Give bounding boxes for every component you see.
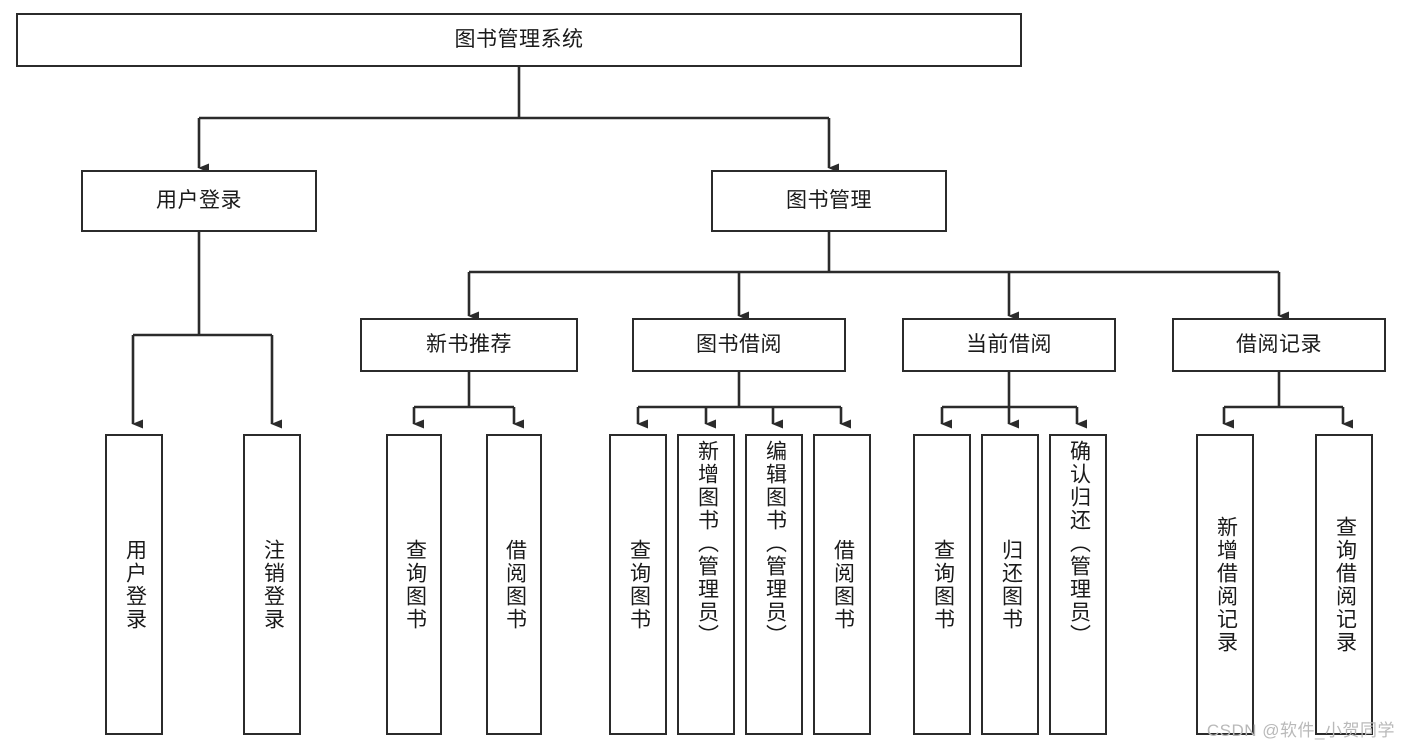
node-leaf-add-book-admin[interactable]: 新增图书（管理员） bbox=[677, 434, 735, 735]
node-label: 归还图书 bbox=[999, 538, 1023, 631]
node-label: 确认归还（管理员） bbox=[1067, 440, 1091, 647]
node-book-borrow[interactable]: 图书借阅 bbox=[632, 318, 846, 372]
node-label: 查询图书 bbox=[627, 538, 651, 631]
node-user-login[interactable]: 用户登录 bbox=[81, 170, 317, 232]
node-label: 借阅记录 bbox=[1236, 333, 1322, 357]
node-leaf-confirm-return-admin[interactable]: 确认归还（管理员） bbox=[1049, 434, 1107, 735]
node-leaf-edit-book-admin[interactable]: 编辑图书（管理员） bbox=[745, 434, 803, 735]
node-label: 新增借阅记录 bbox=[1214, 515, 1238, 654]
node-label: 图书借阅 bbox=[696, 333, 782, 357]
csdn-watermark: CSDN @软件_小贺同学 bbox=[1206, 721, 1395, 740]
node-book-management[interactable]: 图书管理 bbox=[711, 170, 947, 232]
node-label: 编辑图书（管理员） bbox=[763, 440, 787, 647]
node-leaf-user-login[interactable]: 用户登录 bbox=[105, 434, 163, 735]
node-leaf-query-book-borrow[interactable]: 查询图书 bbox=[609, 434, 667, 735]
node-borrow-record[interactable]: 借阅记录 bbox=[1172, 318, 1386, 372]
node-leaf-borrow-book-recommend[interactable]: 借阅图书 bbox=[486, 434, 542, 735]
node-leaf-logout[interactable]: 注销登录 bbox=[243, 434, 301, 735]
node-label: 新增图书（管理员） bbox=[695, 440, 719, 647]
node-label: 图书管理系统 bbox=[454, 28, 584, 52]
node-label: 借阅图书 bbox=[831, 538, 855, 631]
node-label: 用户登录 bbox=[156, 189, 242, 213]
node-leaf-borrow-book[interactable]: 借阅图书 bbox=[813, 434, 871, 735]
node-label: 注销登录 bbox=[261, 538, 285, 631]
node-new-book-recommend[interactable]: 新书推荐 bbox=[360, 318, 578, 372]
node-label: 查询图书 bbox=[403, 538, 427, 631]
node-label: 图书管理 bbox=[786, 189, 872, 213]
node-label: 用户登录 bbox=[123, 538, 147, 631]
node-leaf-query-borrow-record[interactable]: 查询借阅记录 bbox=[1315, 434, 1373, 735]
node-label: 借阅图书 bbox=[503, 538, 527, 631]
node-root-book-management-system[interactable]: 图书管理系统 bbox=[16, 13, 1022, 67]
node-current-borrow[interactable]: 当前借阅 bbox=[902, 318, 1116, 372]
node-label: 新书推荐 bbox=[426, 333, 512, 357]
node-label: 查询借阅记录 bbox=[1333, 515, 1357, 654]
node-label: 当前借阅 bbox=[966, 333, 1052, 357]
node-label: 查询图书 bbox=[931, 538, 955, 631]
node-leaf-query-book-recommend[interactable]: 查询图书 bbox=[386, 434, 442, 735]
node-leaf-add-borrow-record[interactable]: 新增借阅记录 bbox=[1196, 434, 1254, 735]
node-leaf-return-book[interactable]: 归还图书 bbox=[981, 434, 1039, 735]
node-leaf-query-book-current[interactable]: 查询图书 bbox=[913, 434, 971, 735]
